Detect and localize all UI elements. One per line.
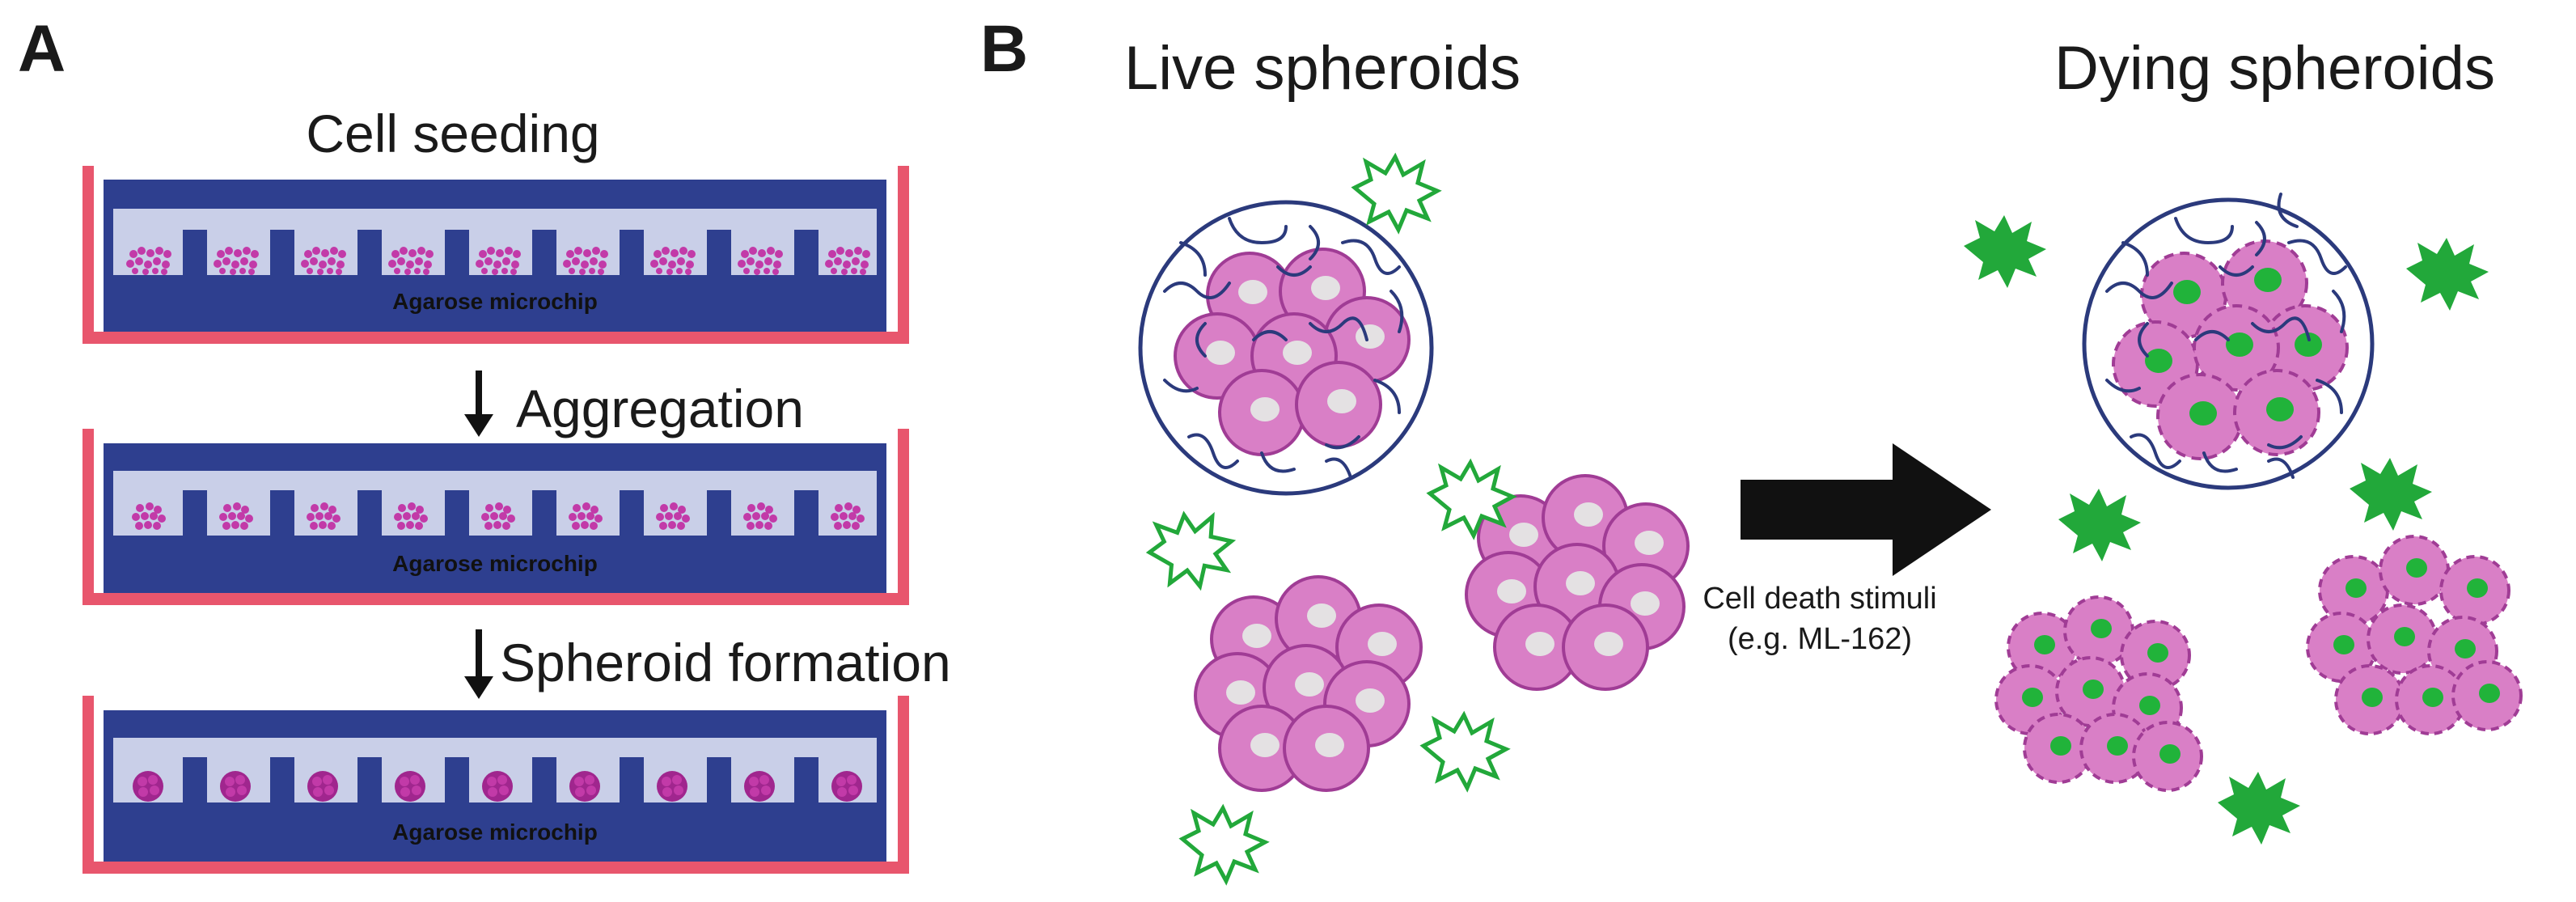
starburst-icon: [2350, 458, 2432, 531]
starburst-icon: [2058, 489, 2141, 561]
dying-spheroid-in-matrix: [2082, 193, 2375, 490]
step-label-aggregation: Aggregation: [516, 379, 804, 438]
right-arrow-icon: [1741, 443, 1991, 576]
stimulus-label-line1: Cell death stimuli: [1703, 582, 1936, 616]
step-label-spheroid-formation: Spheroid formation: [500, 633, 951, 692]
microwell-dish-aggregation: Agarose microchip: [82, 429, 909, 605]
down-arrow-icon: [464, 629, 493, 699]
starburst-icon: [1355, 157, 1437, 230]
down-arrow-icon: [464, 371, 493, 437]
live-spheroid-cluster: [1194, 575, 1423, 792]
starburst-icon: [1430, 463, 1512, 536]
starburst-icon: [2218, 772, 2300, 845]
dying-spheroids-title: Dying spheroids: [2054, 34, 2495, 103]
live-spheroid-in-matrix: [1138, 200, 1434, 496]
starburst-icon: [1423, 715, 1506, 788]
agarose-chip-label: Agarose microchip: [392, 819, 598, 845]
starburst-icon: [1182, 808, 1265, 881]
agarose-chip-label: Agarose microchip: [392, 551, 598, 576]
stimulus-label-line2: (e.g. ML-162): [1728, 622, 1912, 656]
microwell-dish-spheroid-formation: Agarose microchip: [82, 696, 909, 874]
step-label-cell-seeding: Cell seeding: [306, 104, 599, 163]
starburst-icon: [1144, 508, 1238, 594]
microwell-dish-seeding: Agarose microchip: [82, 166, 909, 344]
dying-spheroid-cluster: [2306, 535, 2523, 735]
agarose-chip-label: Agarose microchip: [392, 289, 598, 314]
panel-a-letter: A: [18, 12, 66, 86]
live-spheroids-title: Live spheroids: [1124, 34, 1521, 103]
matrix-fibers: [2105, 193, 2347, 479]
panel-b-letter: B: [980, 12, 1028, 86]
dying-spheroid-cluster: [1994, 595, 2203, 792]
starburst-icon: [2406, 238, 2489, 311]
matrix-fibers: [1163, 217, 1404, 479]
live-spheroid-cluster: [1465, 474, 1690, 691]
starburst-icon: [1964, 215, 2046, 288]
